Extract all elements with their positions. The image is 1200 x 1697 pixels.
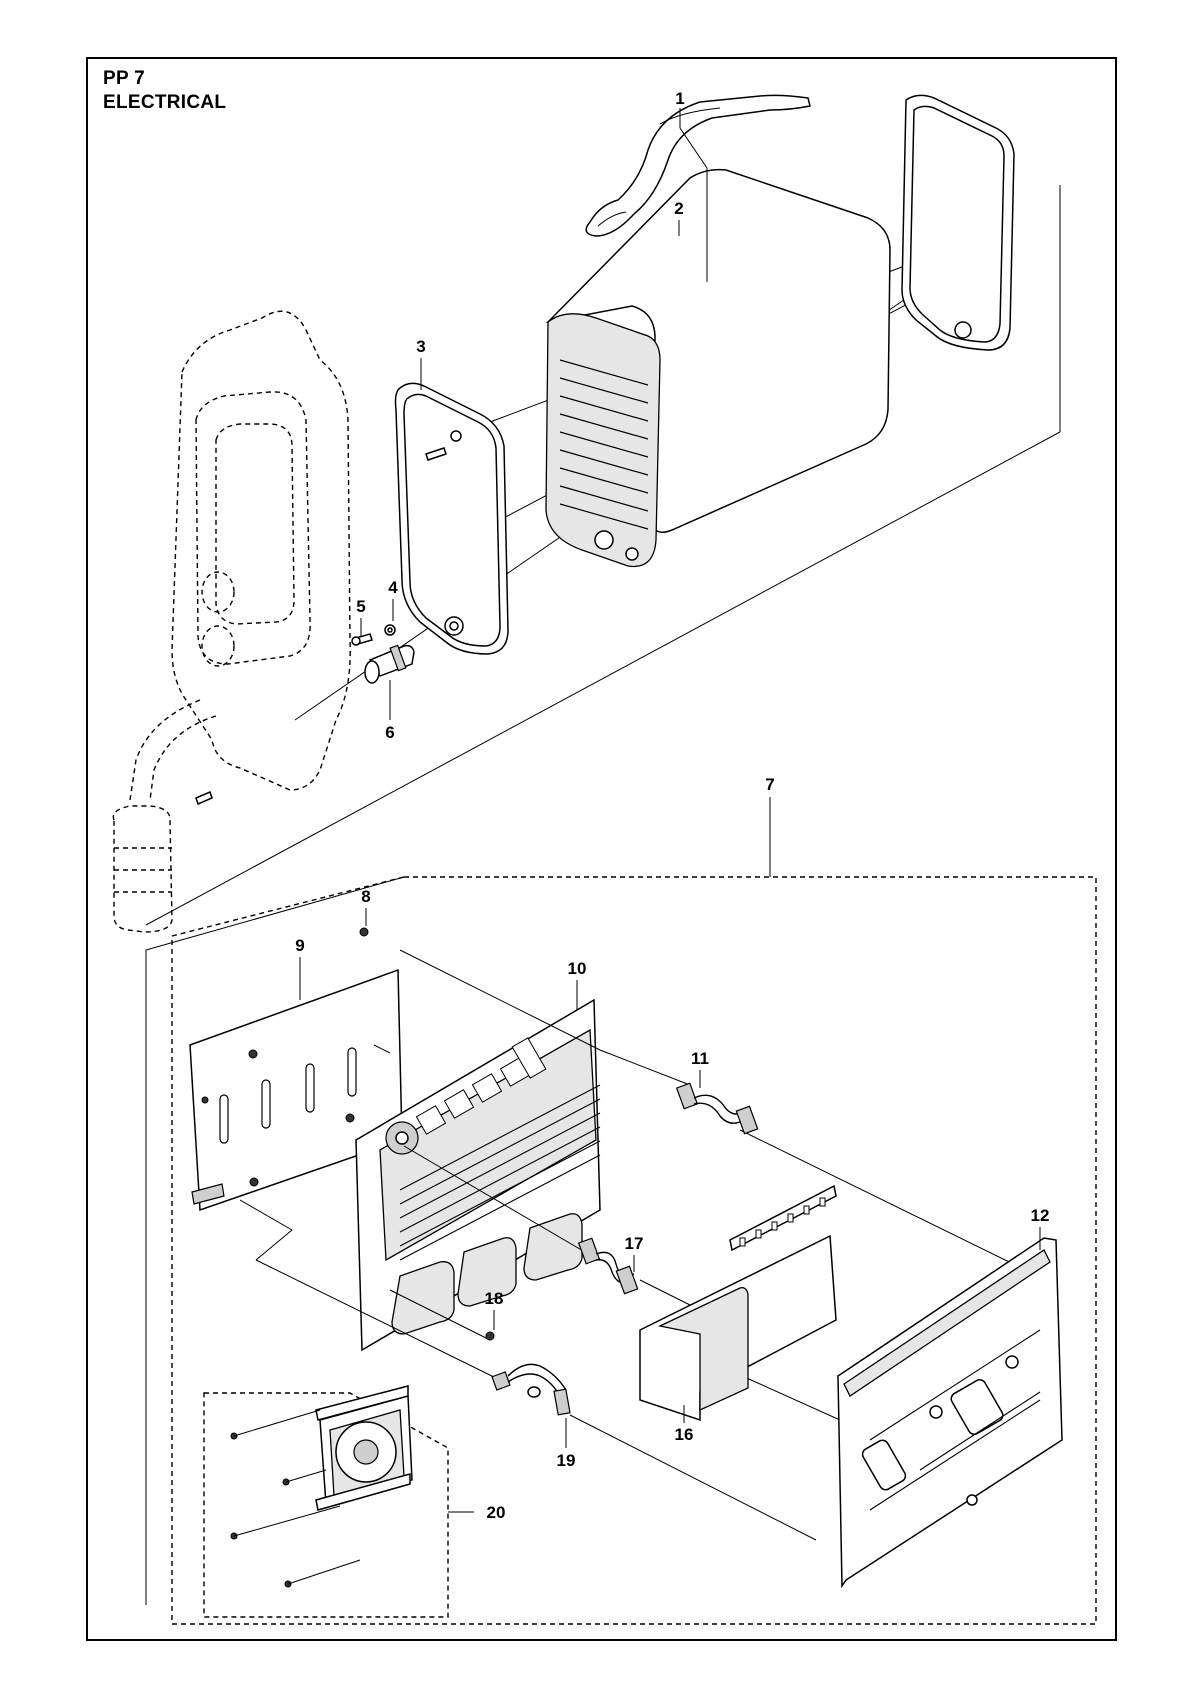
bracket-rail: [639, 1184, 837, 1422]
harness-19: [491, 1363, 571, 1416]
cover-plate: [189, 968, 403, 1212]
callout-5: 5: [356, 597, 365, 616]
front-gasket: [394, 382, 509, 655]
callout-19: 19: [557, 1451, 576, 1470]
fan-assembly: [203, 1385, 449, 1618]
callout-20: 20: [487, 1503, 506, 1522]
callout-4: 4: [388, 578, 398, 597]
callout-2: 2: [674, 199, 683, 218]
callout-8: 8: [361, 887, 370, 906]
callout-12: 12: [1031, 1206, 1050, 1225]
rear-gasket: [901, 94, 1015, 351]
page-title: ELECTRICAL: [103, 92, 227, 113]
kit-7-boundary: [145, 797, 1097, 1625]
wiring-leader-lines: [239, 949, 1047, 1541]
handle-part: [585, 94, 811, 237]
drawing-frame: [86, 57, 1117, 1641]
fasteners: [359, 927, 495, 1341]
callout-17: 17: [625, 1234, 644, 1253]
callout-9: 9: [295, 936, 304, 955]
callout-11: 11: [691, 1049, 709, 1068]
callout-3: 3: [416, 337, 425, 356]
callout-6: 6: [385, 723, 394, 742]
harness-17: [577, 1237, 639, 1295]
callout-1: 1: [675, 89, 684, 108]
page-code: PP 7: [103, 68, 146, 89]
housing-part: [545, 168, 891, 568]
pcb-assembly: [355, 998, 601, 1352]
callout-16: 16: [675, 1425, 694, 1444]
callout-18: 18: [485, 1289, 504, 1308]
callout-labels: 1 2 3 4 5 6 7 8 9 10 11 12 16 17 18 19 2…: [295, 89, 1049, 1522]
back-panel: [837, 1237, 1063, 1589]
callout-7: 7: [765, 775, 774, 794]
callout-leaders: [299, 108, 1041, 1513]
control-box-outline: [112, 310, 351, 933]
harness-11: [675, 1082, 759, 1135]
callout-10: 10: [568, 959, 587, 978]
connector-parts: [351, 624, 415, 684]
